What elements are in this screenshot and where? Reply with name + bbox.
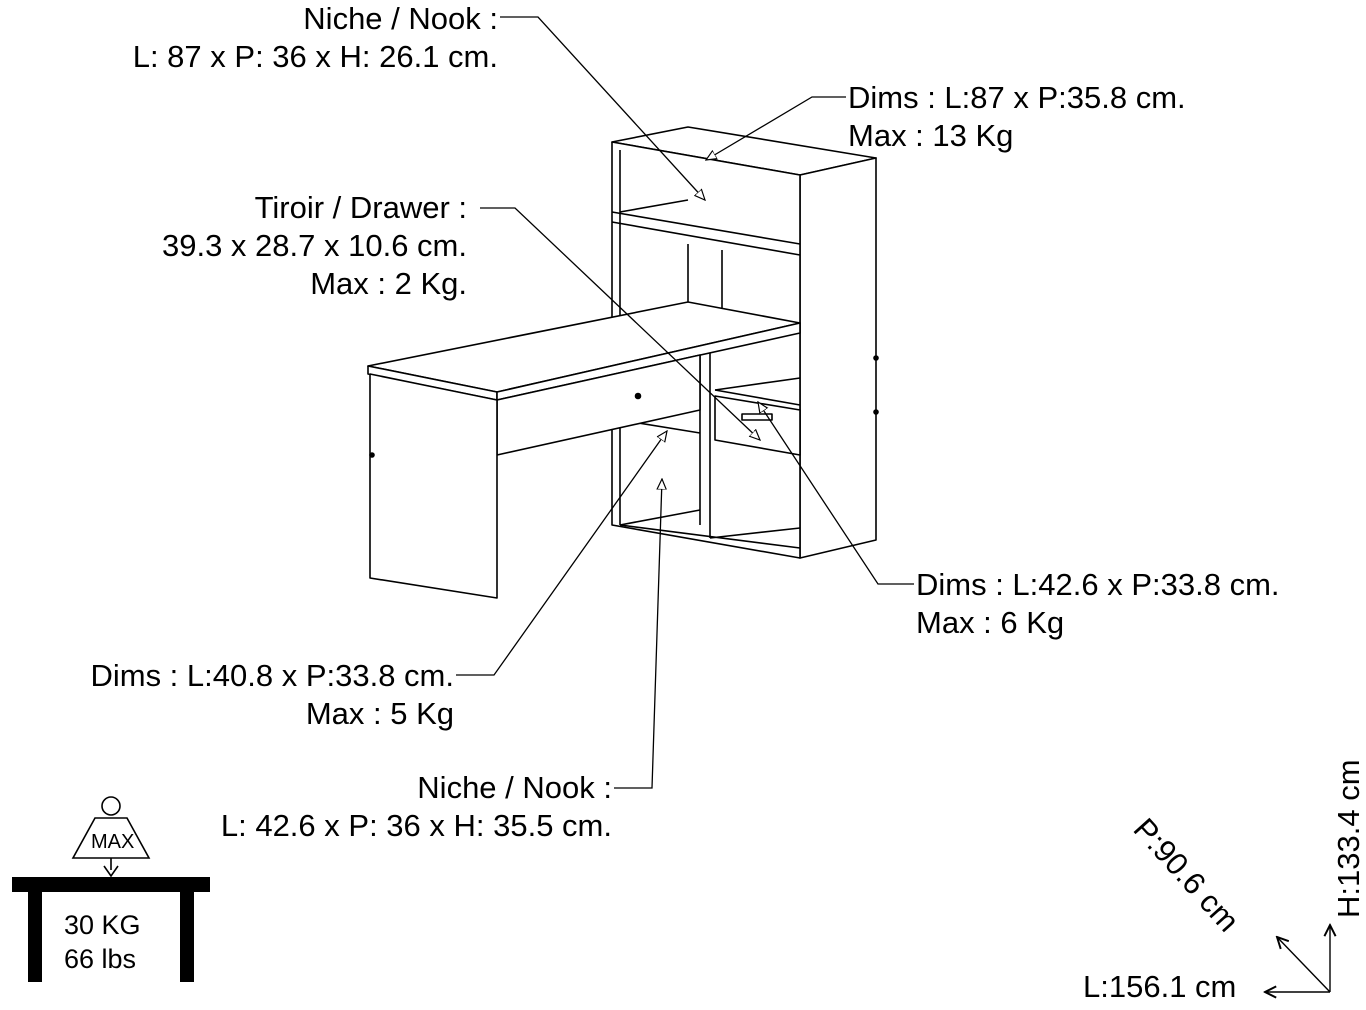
max-badge: MAX: [91, 831, 135, 853]
niche-top-dims: L: 87 x P: 36 x H: 26.1 cm.: [132, 39, 498, 74]
overall-length: L:156.1 cm: [1083, 969, 1237, 1004]
shelf-top-dims: Dims : L:87 x P:35.8 cm.: [848, 80, 1186, 115]
niche-top-title: Niche / Nook :: [303, 1, 498, 36]
niche-bottom-label: Niche / Nook : L: 42.6 x P: 36 x H: 35.5…: [150, 769, 612, 845]
shelf-top-max: Max : 13 Kg: [848, 118, 1014, 153]
niche-bottom-dims: L: 42.6 x P: 36 x H: 35.5 cm.: [220, 808, 612, 843]
table-icon: [12, 877, 210, 982]
overall-height: H:133.4 cm: [1331, 759, 1366, 918]
leader-lines: [456, 16, 914, 789]
max-load-kg: 30 KG: [64, 910, 141, 940]
shelf-right-label: Dims : L:42.6 x P:33.8 cm. Max : 6 Kg: [916, 566, 1280, 642]
desk-drawing: [367, 126, 879, 599]
niche-top-label: Niche / Nook : L: 87 x P: 36 x H: 26.1 c…: [40, 0, 498, 76]
drawer-dims: 39.3 x 28.7 x 10.6 cm.: [161, 228, 467, 263]
drawer-title: Tiroir / Drawer :: [254, 190, 467, 225]
drawer-max: Max : 2 Kg.: [310, 266, 467, 301]
shelf-right-max: Max : 6 Kg: [916, 605, 1065, 640]
dimension-axes: [1265, 925, 1330, 992]
niche-bottom-title: Niche / Nook :: [417, 770, 612, 805]
shelf-left-dims: Dims : L:40.8 x P:33.8 cm.: [90, 658, 454, 693]
shelf-top-label: Dims : L:87 x P:35.8 cm. Max : 13 Kg: [848, 79, 1186, 155]
shelf-right-dims: Dims : L:42.6 x P:33.8 cm.: [916, 567, 1280, 602]
shelf-left-label: Dims : L:40.8 x P:33.8 cm. Max : 5 Kg: [10, 657, 454, 733]
drawer-label: Tiroir / Drawer : 39.3 x 28.7 x 10.6 cm.…: [60, 189, 467, 303]
max-load-lbs: 66 lbs: [64, 944, 137, 974]
weight-icon: [71, 796, 151, 878]
shelf-left-max: Max : 5 Kg: [305, 696, 454, 731]
